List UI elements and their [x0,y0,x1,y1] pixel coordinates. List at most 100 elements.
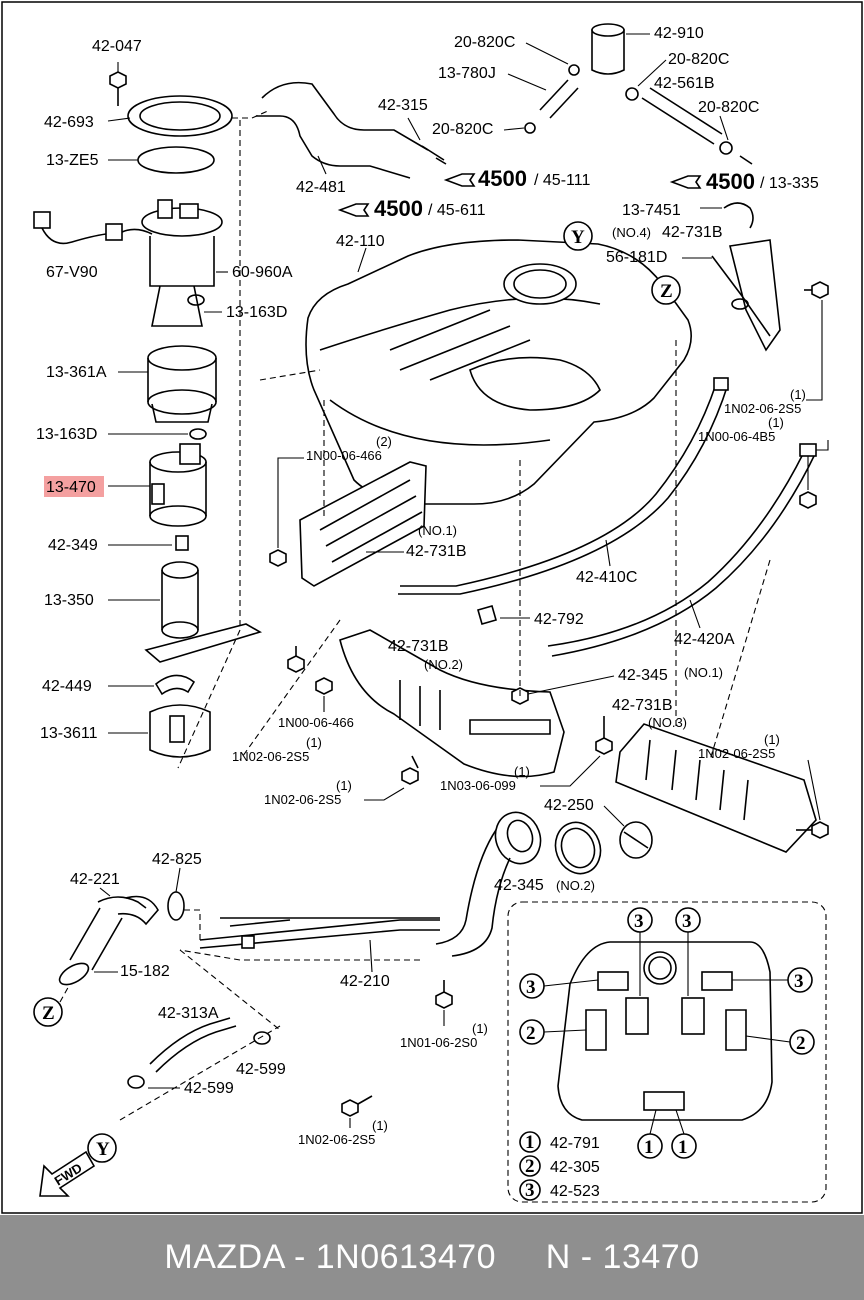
ref-arrow-3: 4500 / 13-335 [669,169,819,194]
svg-text:3: 3 [794,971,804,992]
clamp-42-825 [167,867,185,921]
callout-y-bottom: Y [87,1133,117,1163]
label-15-182: 15-182 [120,963,170,980]
label-qty-1e: (1) [514,764,530,779]
label-1n03-06-099: 1N03-06-099 [440,778,516,793]
label-qty-1c: (1) [306,735,322,750]
pipe-42-481 [256,81,429,179]
svg-text:Y: Y [96,1139,110,1160]
inset-callouts: 3 3 3 3 2 2 1 1 [519,907,815,1159]
label-1n00-06-4b5: 1N00-06-4B5 [698,429,775,444]
clip-42-449 [108,674,196,696]
wire-67-v90 [33,211,153,245]
strap-42-410c [398,377,729,595]
label-13-163d-b: 13-163D [36,426,97,443]
regulator-13-470 [108,443,207,527]
label-42-731b-c: 42-731B [388,638,449,655]
label-1n02-06-2s5-e: 1N02-06-2S5 [298,1132,375,1147]
label-qty-1h: (1) [372,1118,388,1133]
clip-42-792 [477,605,530,625]
legend-part-2: 42-305 [550,1159,600,1176]
bolt-right-1 [804,281,829,401]
label-no2-a: (NO.2) [424,657,463,672]
footer-part-number: MAZDA - 1N0613470 N - 13470 [164,1238,700,1276]
label-no1-b: (NO.1) [684,665,723,680]
gasket-13-ze5 [108,146,215,174]
label-42-792: 42-792 [534,611,584,628]
clamp-13-7451 [700,202,754,229]
legend-circle-3 [519,1179,541,1201]
bolt-42-047 [109,62,127,106]
ring-42-693 [107,95,233,137]
svg-text:2: 2 [526,1023,536,1044]
svg-text:3: 3 [634,911,644,932]
legend-num-1: 1 [525,1132,535,1153]
label-20-820c-d: 20-820C [698,99,759,116]
hose-42-561b [625,87,753,165]
label-qty-1g: (1) [472,1021,488,1036]
label-1n02-06-2s5-c: 1N02-06-2S5 [698,746,775,761]
svg-text:Z: Z [42,1003,55,1024]
legend-circle-2 [519,1155,541,1177]
ref-4500-c: 4500 [706,169,755,194]
inset-legend-2: 2 42-305 [519,1155,600,1177]
oring-13-163d-a [187,294,222,313]
ref-arrow-2: 4500 / 45-611 [337,196,486,221]
nut-1n00-06-466-b [315,677,333,712]
label-no1-a: (NO.1) [418,523,457,538]
label-42-731b-d: 42-731B [612,697,673,714]
ring-42-345-no2 [554,821,602,875]
label-qty-1f: (1) [336,778,352,793]
label-42-345-a: 42-345 [618,667,668,684]
ref-4500-a: 4500 [478,166,527,191]
nut-right-2 [799,440,829,509]
inset-box [507,901,827,1203]
label-1n02-06-2s5-b: 1N02-06-2S5 [232,749,309,764]
label-qty-1a: (1) [790,387,806,402]
label-67-v90: 67-V90 [46,264,98,281]
bolt-1n02-06-2s5-b [287,646,305,673]
label-42-110: 42-110 [336,233,385,250]
legend-part-1: 42-791 [550,1135,600,1152]
ref-4500-b: 4500 [374,196,423,221]
hose-42-313a [127,1017,271,1089]
diagram-border [1,1,863,1214]
label-60-960a: 60-960A [232,264,293,281]
svg-text:1: 1 [644,1137,654,1158]
bolt-1n02-06-2s5-c [796,759,829,839]
label-42-731b-b: 42-731B [406,543,467,560]
filter-13-361a [118,345,217,423]
strap-42-420a [547,443,817,657]
label-42-349: 42-349 [48,537,98,554]
insulator-42-731b-no2 [339,629,565,778]
label-42-825: 42-825 [152,851,202,868]
label-42-221: 42-221 [70,871,120,888]
fuel-tank-42-110 [305,239,692,505]
pipe-42-315 [407,117,447,165]
label-42-481: 42-481 [296,179,346,196]
legend-circle-1 [519,1131,541,1153]
callout-z-top: Z [651,275,681,305]
insulator-42-731b-no3 [615,723,817,853]
pump-13-350 [108,561,263,663]
fuel-tank-exploded-diagram: 42-047 42-693 13-ZE5 67-V90 60-960A 13-1… [0,0,864,1215]
label-42-345-b: 42-345 [494,877,544,894]
cap-42-250 [619,821,653,859]
label-42-910: 42-910 [654,25,704,42]
tank-42-910 [591,23,650,75]
oring-13-163d-b [108,428,207,440]
legend-num-3: 3 [525,1180,535,1201]
label-13-163d-a: 13-163D [226,304,287,321]
ref-45-611: / 45-611 [428,202,486,219]
label-13-470[interactable]: 13-470 [46,479,96,496]
svg-text:Y: Y [571,227,585,248]
legend-num-2: 2 [525,1156,535,1177]
valve-42-349 [108,535,189,551]
callout-y-top: Y [563,221,593,251]
label-42-313a: 42-313A [158,1005,219,1022]
label-20-820c-a: 20-820C [454,34,515,51]
label-1n02-06-2s5-a: 1N02-06-2S5 [724,401,801,416]
label-20-820c-b: 20-820C [432,121,493,138]
svg-text:3: 3 [682,911,692,932]
